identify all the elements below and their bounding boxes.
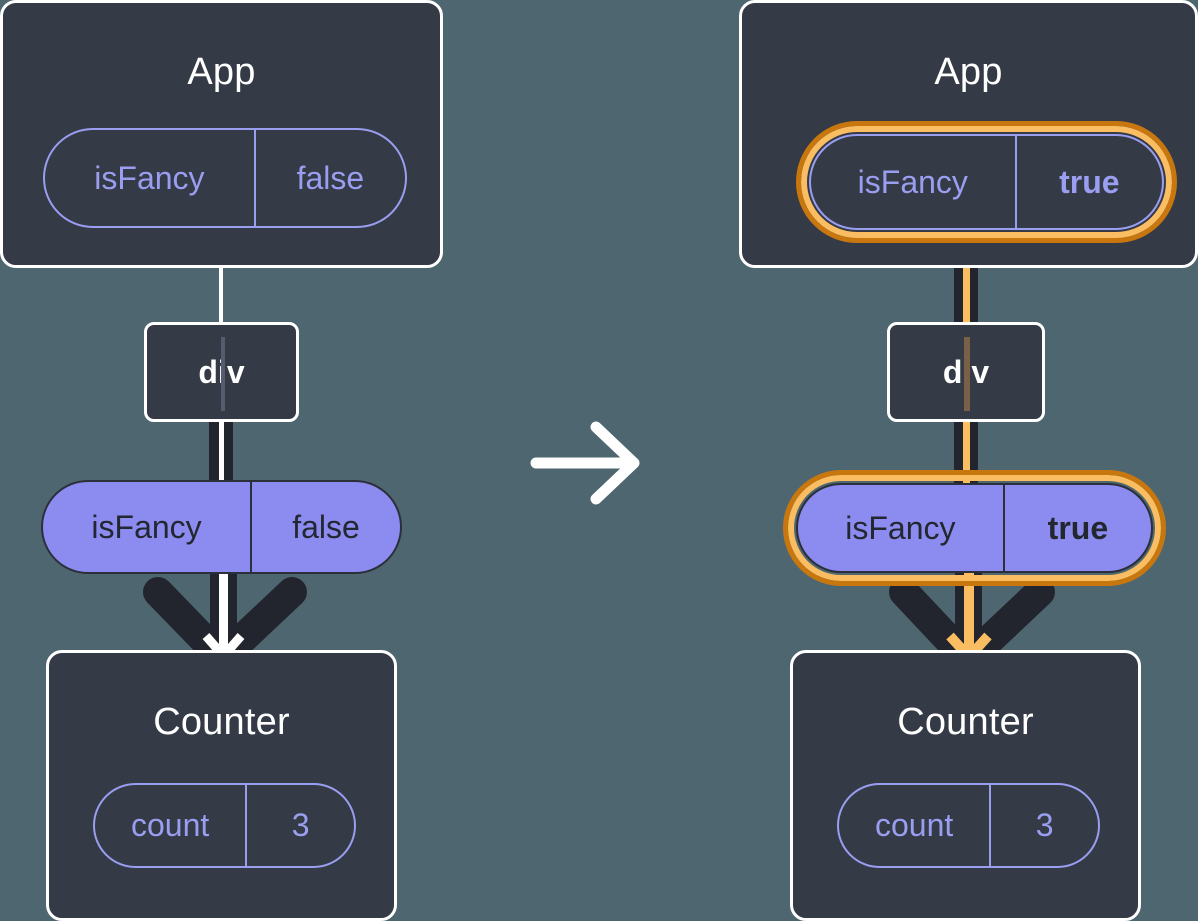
connector-app-to-div: [219, 262, 223, 324]
prop-pill-isfancy[interactable]: isFancy false: [41, 480, 402, 574]
state-pill-key: isFancy: [94, 159, 205, 196]
prop-pill-key: isFancy: [845, 509, 956, 546]
connector-div-to-prop-inner: [219, 420, 224, 495]
component-title-counter: Counter: [897, 701, 1034, 743]
component-box-app[interactable]: App isFancy false: [0, 0, 443, 268]
element-box-div[interactable]: div: [887, 322, 1045, 422]
element-box-div[interactable]: div: [144, 322, 299, 422]
state-pill-value: 3: [245, 785, 354, 866]
prop-pill-key: isFancy: [91, 508, 202, 545]
state-pill-value: true: [1014, 136, 1162, 228]
prop-pill-value: false: [250, 482, 400, 572]
panel-after: App isFancy true div isFancy true: [599, 0, 1198, 921]
component-title-app: App: [187, 51, 256, 93]
state-pill-key: count: [874, 807, 954, 843]
component-title-app: App: [934, 51, 1003, 93]
transition-right-arrow-icon: [530, 421, 640, 505]
component-box-app[interactable]: App isFancy true: [739, 0, 1198, 268]
component-box-counter[interactable]: Counter count 3: [790, 650, 1141, 921]
connector-div-to-prop-inner: [963, 420, 970, 495]
component-title-counter: Counter: [153, 701, 290, 743]
state-pill-key: count: [130, 807, 210, 843]
state-pill-count[interactable]: count 3: [837, 783, 1100, 868]
panel-before: App isFancy false div isFancy false: [0, 0, 443, 921]
connector-through-div: [964, 337, 970, 411]
connector-app-to-div-inner: [963, 228, 970, 324]
state-pill-value: 3: [989, 785, 1098, 866]
state-pill-count[interactable]: count 3: [93, 783, 356, 868]
state-pill-isfancy-app[interactable]: isFancy true: [809, 134, 1164, 230]
state-pill-key: isFancy: [857, 163, 968, 200]
state-pill-value: false: [253, 130, 405, 226]
component-box-counter[interactable]: Counter count 3: [46, 650, 397, 921]
prop-pill-isfancy[interactable]: isFancy true: [796, 483, 1153, 573]
prop-pill-value: true: [1002, 485, 1151, 571]
connector-through-div: [221, 337, 225, 411]
state-pill-isfancy-app[interactable]: isFancy false: [43, 128, 407, 228]
